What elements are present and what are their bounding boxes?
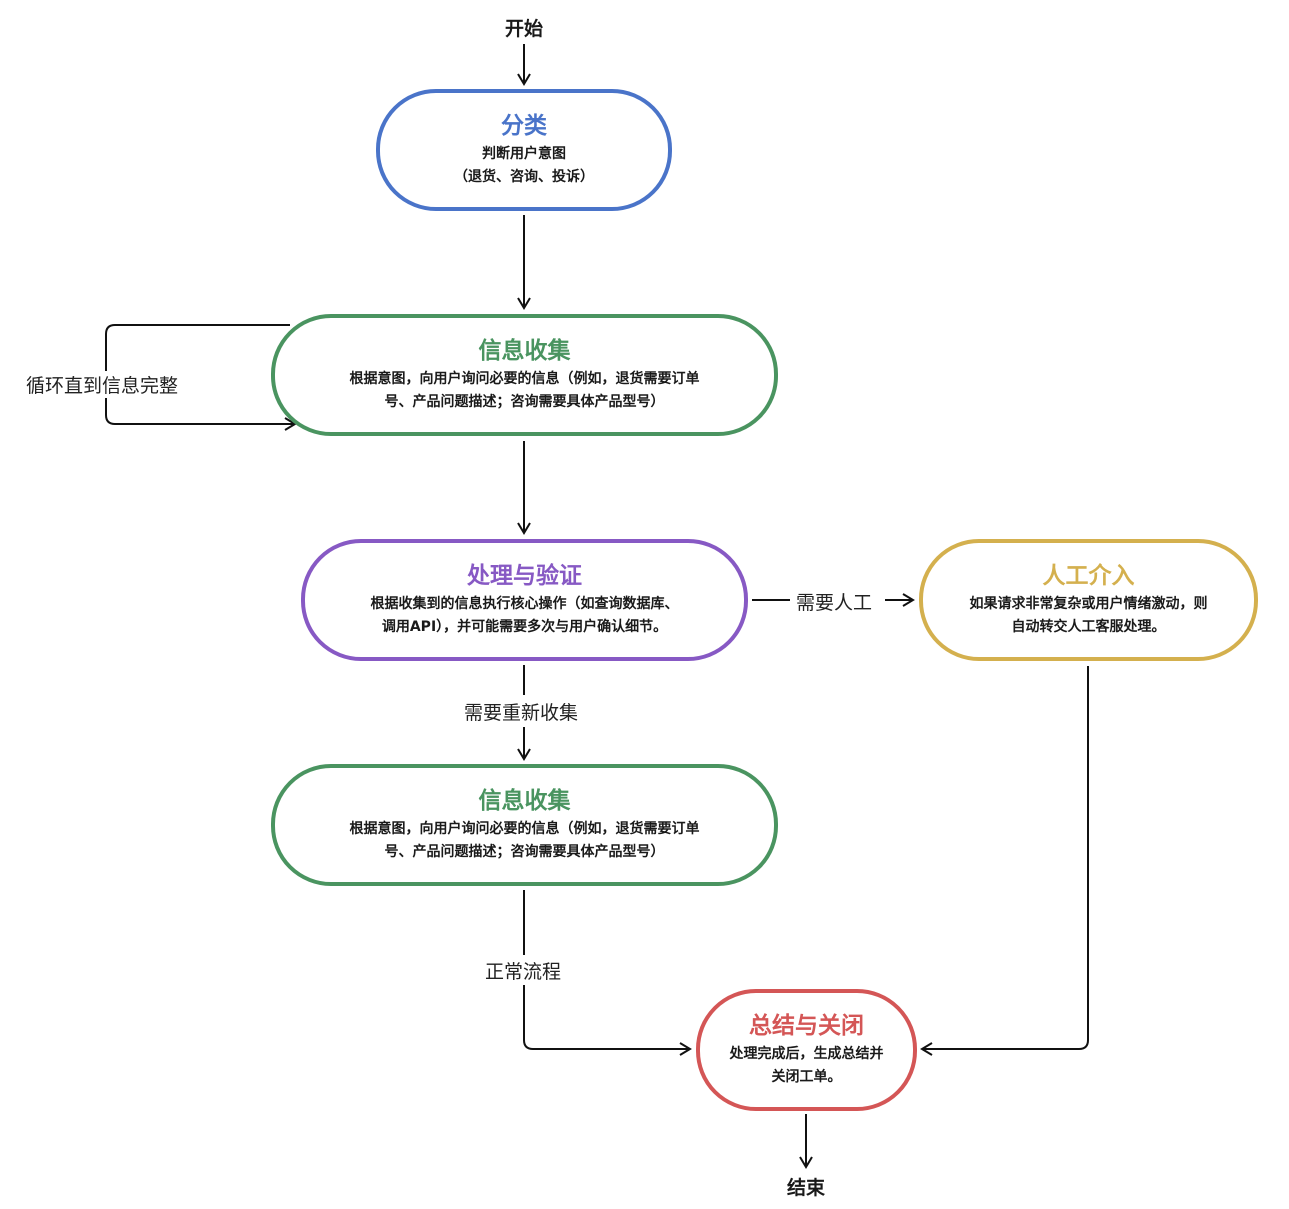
node-summary-close-desc: 处理完成后，生成总结并 关闭工单。 bbox=[729, 1046, 884, 1085]
node-human-intervention-desc: 如果请求非常复杂或用户情绪激动，则 自动转交人工客服处理。 bbox=[969, 596, 1208, 635]
edge-human-to-close bbox=[920, 666, 1089, 1056]
node-classify-title: 分类 bbox=[501, 113, 547, 139]
node-collect-info-title: 信息收集 bbox=[478, 338, 571, 364]
start-label: 开始 bbox=[504, 18, 543, 40]
node-process-verify-title: 处理与验证 bbox=[467, 563, 582, 589]
node-human-intervention[interactable]: 人工介入 如果请求非常复杂或用户情绪激动，则 自动转交人工客服处理。 bbox=[919, 539, 1258, 661]
edge-label-recollect: 需要重新收集 bbox=[458, 698, 585, 725]
edge-label-need-human: 需要人工 bbox=[790, 588, 879, 615]
node-classify[interactable]: 分类 判断用户意图 （退货、咨询、投诉） bbox=[376, 89, 672, 211]
node-human-intervention-title: 人工介入 bbox=[1042, 563, 1135, 589]
node-process-verify[interactable]: 处理与验证 根据收集到的信息执行核心操作（如查询数据库、 调用API），并可能需… bbox=[301, 539, 748, 661]
end-label: 结束 bbox=[786, 1177, 825, 1199]
edge-collect2-to-close bbox=[523, 890, 690, 1049]
node-collect-info-2[interactable]: 信息收集 根据意图，向用户询问必要的信息（例如，退货需要订单 号、产品问题描述；… bbox=[271, 764, 778, 886]
node-summary-close-title: 总结与关闭 bbox=[749, 1013, 864, 1039]
node-collect-info-2-desc: 根据意图，向用户询问必要的信息（例如，退货需要订单 号、产品问题描述；咨询需要具… bbox=[349, 821, 700, 860]
node-collect-info-desc: 根据意图，向用户询问必要的信息（例如，退货需要订单 号、产品问题描述；咨询需要具… bbox=[349, 371, 700, 410]
edge-label-loop: 循环直到信息完整 bbox=[20, 371, 185, 398]
node-process-verify-desc: 根据收集到的信息执行核心操作（如查询数据库、 调用API），并可能需要多次与用户… bbox=[370, 596, 679, 635]
node-summary-close[interactable]: 总结与关闭 处理完成后，生成总结并 关闭工单。 bbox=[696, 989, 917, 1111]
node-collect-info-2-title: 信息收集 bbox=[478, 788, 571, 814]
node-classify-desc: 判断用户意图 （退货、咨询、投诉） bbox=[454, 146, 594, 185]
node-collect-info[interactable]: 信息收集 根据意图，向用户询问必要的信息（例如，退货需要订单 号、产品问题描述；… bbox=[271, 314, 778, 436]
edge-label-normal: 正常流程 bbox=[479, 957, 568, 984]
